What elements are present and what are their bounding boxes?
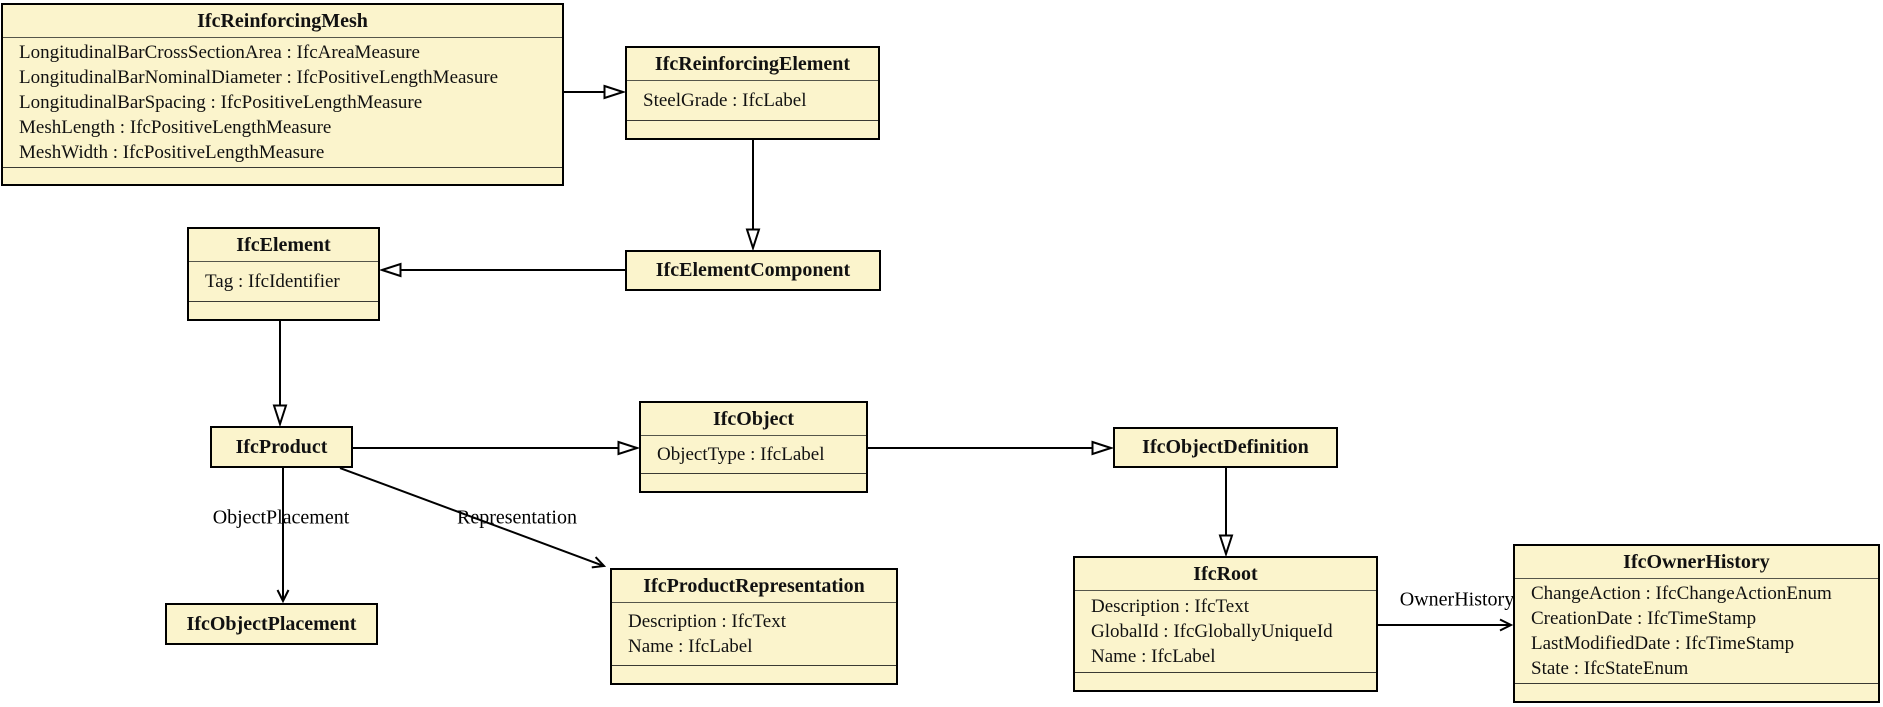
class-attribute: State : IfcStateEnum [1531,658,1689,679]
class-attribute: ChangeAction : IfcChangeActionEnum [1531,583,1832,604]
class-attribute: SteelGrade : IfcLabel [643,90,807,111]
class-title: IfcProduct [235,435,328,458]
class-ifcroot: IfcRoot Description : IfcText GlobalId :… [1073,556,1378,692]
class-title: IfcObjectDefinition [1142,436,1309,458]
class-operations-empty [1075,672,1376,690]
class-attributes: Description : IfcText GlobalId : IfcGlob… [1075,591,1376,672]
class-attribute: LongitudinalBarNominalDiameter : IfcPosi… [19,67,499,88]
class-operations-empty [1515,683,1878,701]
class-title: IfcReinforcingElement [627,48,878,81]
class-attribute: LongitudinalBarCrossSectionArea : IfcAre… [19,42,420,63]
class-attribute: MeshWidth : IfcPositiveLengthMeasure [19,142,325,163]
class-attribute: Description : IfcText [1091,596,1250,617]
class-attribute: GlobalId : IfcGloballyUniqueId [1091,621,1333,642]
class-title: IfcOwnerHistory [1515,546,1878,579]
class-attribute: Name : IfcLabel [1091,646,1216,667]
class-attributes: Description : IfcText Name : IfcLabel [612,603,896,665]
class-attribute: Description : IfcText [628,611,787,632]
class-ifcobjectplacement: IfcObjectPlacement [165,603,378,645]
class-operations-empty [641,473,866,491]
class-title: IfcObject [641,403,866,436]
class-attributes: ObjectType : IfcLabel [641,436,866,473]
class-attribute: Tag : IfcIdentifier [205,271,340,292]
class-operations-empty [189,301,378,319]
class-attributes: ChangeAction : IfcChangeActionEnum Creat… [1515,579,1878,683]
class-ifcelement: IfcElement Tag : IfcIdentifier [187,227,380,321]
class-title: IfcElementComponent [655,259,851,281]
class-ifcelementcomponent: IfcElementComponent [625,250,881,291]
class-ifcobjectdefinition: IfcObjectDefinition [1113,427,1338,468]
class-attribute: MeshLength : IfcPositiveLengthMeasure [19,117,332,138]
class-ifcownerhistory: IfcOwnerHistory ChangeAction : IfcChange… [1513,544,1880,703]
class-ifcproduct: IfcProduct [210,426,353,468]
class-ifcreinforcingmesh: IfcReinforcingMesh LongitudinalBarCrossS… [1,3,564,186]
class-title: IfcReinforcingMesh [3,5,562,38]
class-title: IfcRoot [1075,558,1376,591]
edge-label-representation: Representation [457,506,577,529]
class-operations-empty [627,120,878,138]
class-attribute: Name : IfcLabel [628,636,753,657]
class-ifcproductrepresentation: IfcProductRepresentation Description : I… [610,568,898,685]
class-attribute: CreationDate : IfcTimeStamp [1531,608,1757,629]
class-attribute: ObjectType : IfcLabel [657,444,825,465]
edge-label-objectplacement: ObjectPlacement [212,506,350,529]
class-title: IfcElement [189,229,378,262]
class-operations-empty [3,167,562,185]
edge-label-ownerhistory: OwnerHistory [1399,588,1515,611]
class-title: IfcObjectPlacement [186,612,357,635]
class-attribute: LongitudinalBarSpacing : IfcPositiveLeng… [19,92,423,113]
class-ifcobject: IfcObject ObjectType : IfcLabel [639,401,868,493]
class-operations-empty [612,665,896,683]
class-ifcreinforcingelement: IfcReinforcingElement SteelGrade : IfcLa… [625,46,880,140]
class-attributes: SteelGrade : IfcLabel [627,81,878,120]
class-title: IfcProductRepresentation [612,570,896,603]
class-attributes: Tag : IfcIdentifier [189,262,378,301]
class-attributes: LongitudinalBarCrossSectionArea : IfcAre… [3,38,562,167]
class-attribute: LastModifiedDate : IfcTimeStamp [1531,633,1795,654]
